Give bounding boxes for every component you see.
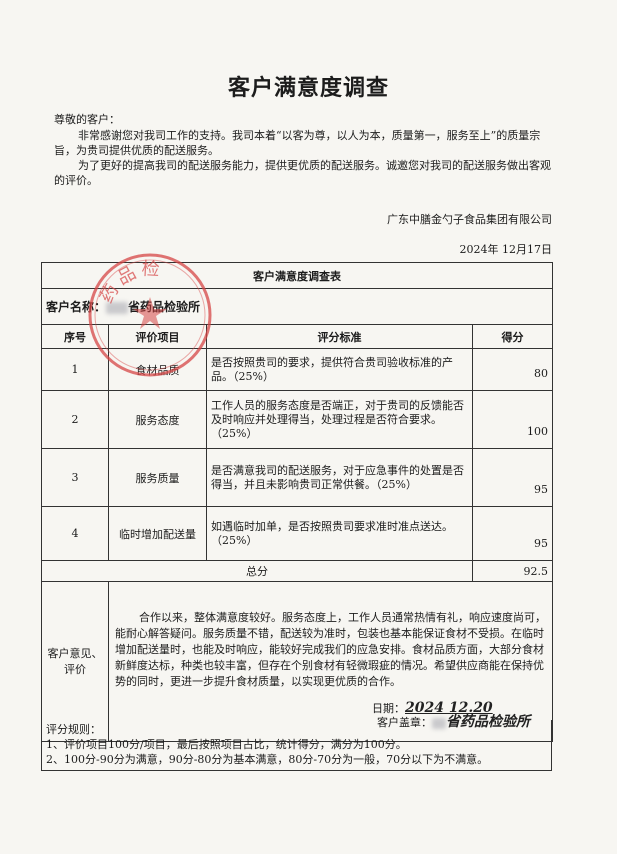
redacted-mark <box>432 717 446 729</box>
row-criteria: 是否按照贵司的要求，提供符合贵司验收标准的产品。（25%） <box>206 348 473 391</box>
header-score: 得分 <box>472 324 553 349</box>
company-name: 广东中膳金勺子食品集团有限公司 <box>387 213 552 226</box>
svg-text:药品检: 药品检 <box>96 258 164 306</box>
total-label: 总分 <box>41 560 473 582</box>
row-score: 95 <box>472 448 553 507</box>
row-score: 95 <box>472 506 553 561</box>
intro-paragraph-2: 为了更好的提高我司的配送服务能力，提供更优质的配送服务。诚邀您对我司的配送服务做… <box>54 159 551 187</box>
header-criteria: 评分标准 <box>206 324 473 349</box>
total-score: 92.5 <box>472 560 553 582</box>
rules-heading: 评分规则： <box>46 723 101 736</box>
comment-label: 客户意见、评价 <box>41 581 109 742</box>
customer-date-line: 日期：2024 12.20 <box>372 700 493 716</box>
issue-date: 2024年 12月17日 <box>459 243 553 256</box>
table-row: 4 临时增加配送量 如遇临时加单，是否按照贵司要求准时准点送达。（25%） 95 <box>41 506 553 561</box>
page-title: 客户满意度调查 <box>227 76 389 101</box>
company-seal-icon: 药品检 <box>88 253 212 377</box>
table-row: 3 服务质量 是否满意我司的配送服务，对于应急事件的处置是否得当，并且未影响贵司… <box>41 448 553 507</box>
date-label: 日期： <box>372 702 405 715</box>
table-caption: 客户满意度调查表 <box>41 262 553 289</box>
row-score: 80 <box>472 348 553 391</box>
row-item: 服务态度 <box>108 390 207 449</box>
date-handwriting: 2024 12.20 <box>405 700 493 716</box>
row-no: 2 <box>41 390 109 449</box>
row-criteria: 如遇临时加单，是否按照贵司要求准时准点送达。（25%） <box>206 506 473 561</box>
intro-paragraph-1: 非常感谢您对我司工作的支持。我司本着“以客为尊，以人为本，质量第一，服务至上”的… <box>54 129 541 157</box>
seal-text: 药品检 <box>96 258 160 306</box>
customer-seal-line: 客户盖章： 省药品检验所 <box>377 714 530 731</box>
seal-handwriting: 省药品检验所 <box>446 714 530 730</box>
salutation: 尊敬的客户： <box>54 113 120 126</box>
row-score: 100 <box>472 390 553 449</box>
row-no: 3 <box>41 448 109 507</box>
row-no: 4 <box>41 506 109 561</box>
row-item: 服务质量 <box>108 448 207 507</box>
row-criteria: 工作人员的服务态度是否端正，对于贵司的反馈能否及时响应并处理得当，处理过程是否符… <box>206 390 473 449</box>
comment-cell: 合作以来，整体满意度较好。服务态度上，工作人员通常热情有礼，响应速度尚可，能耐心… <box>108 581 553 742</box>
redacted-mark <box>106 301 129 314</box>
survey-table: 客户满意度调查表 客户名称：省药品检验所 序号 评价项目 评分标准 得分 1 食… <box>41 262 553 742</box>
scoring-rules: 评分规则： 1、评价项目100分/项目，最后按照项目占比，统计得分，满分为100… <box>41 720 552 771</box>
row-criteria: 是否满意我司的配送服务，对于应急事件的处置是否得当，并且未影响贵司正常供餐。（2… <box>206 448 473 507</box>
rules-line-1: 1、评价项目100分/项目，最后按照项目占比，统计得分，满分为100分。 <box>46 738 407 751</box>
rules-line-2: 2、100分-90分为满意，90分-80分为基本满意，80分-70分为一般，70… <box>46 753 489 766</box>
table-row: 2 服务态度 工作人员的服务态度是否端正，对于贵司的反馈能否及时响应并处理得当，… <box>41 390 553 449</box>
comment-text: 合作以来，整体满意度较好。服务态度上，工作人员通常热情有礼，响应速度尚可，能耐心… <box>115 611 546 688</box>
seal-label: 客户盖章： <box>377 716 432 729</box>
row-item: 临时增加配送量 <box>108 506 207 561</box>
